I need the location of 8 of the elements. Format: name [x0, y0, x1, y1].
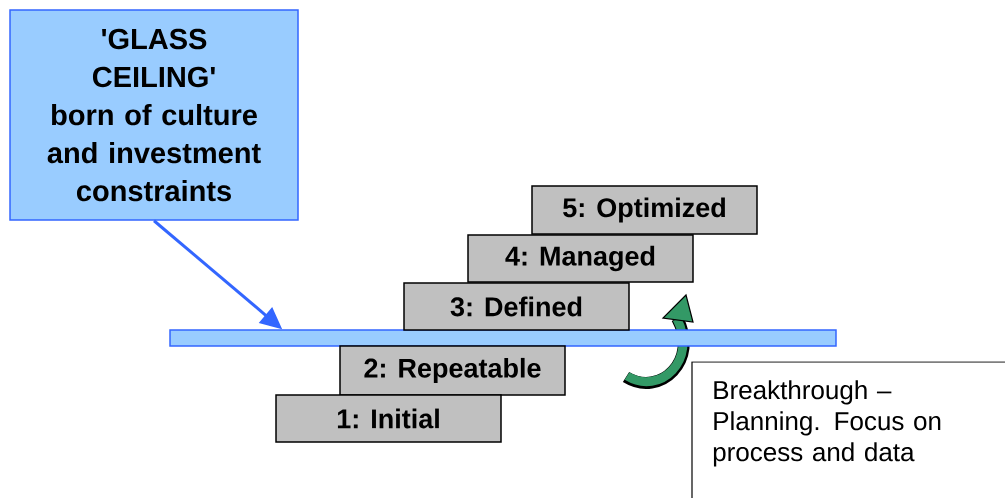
callout-box: 'GLASS CEILING' born of culture and investment constraints [9, 9, 299, 221]
step-box: 4: Managed [467, 234, 694, 283]
step-box: 5: Optimized [531, 185, 758, 235]
ceiling-bar [169, 329, 837, 347]
step-box: 2: Repeatable [339, 345, 566, 396]
step-box: 1: Initial [275, 394, 502, 443]
step-box: 3: Defined [403, 282, 630, 331]
note-box: Breakthrough – Planning. Focus on process and data [691, 361, 1005, 498]
